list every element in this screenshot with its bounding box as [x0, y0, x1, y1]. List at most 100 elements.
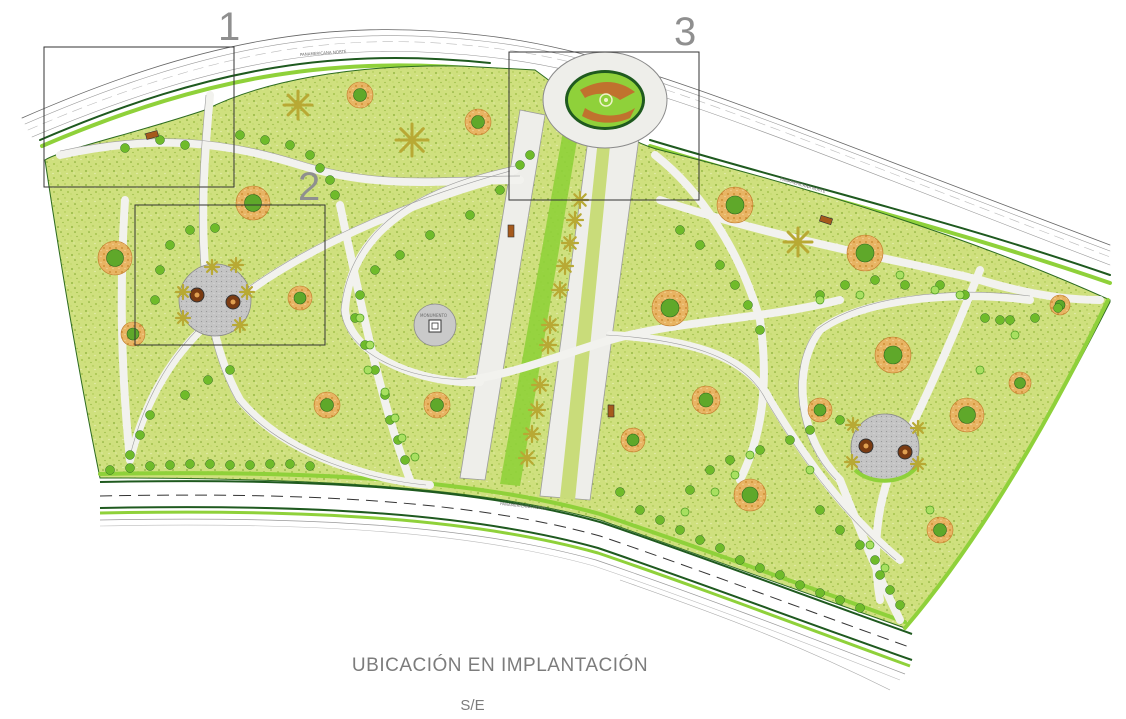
tree-icon: [698, 392, 714, 408]
palm-icon: [238, 283, 256, 301]
shrub-icon: [685, 485, 695, 495]
groundcover-icon: [730, 470, 740, 480]
benches: [145, 130, 834, 418]
east-plaza: [850, 413, 920, 483]
shrub-icon: [245, 460, 255, 470]
shrub-icon: [125, 450, 135, 460]
tree-icon: [660, 298, 680, 318]
palm-icon: [555, 256, 575, 276]
shrub-icon: [355, 290, 365, 300]
groundcover-icon: [855, 290, 865, 300]
central-boulevard: [459, 109, 641, 501]
edge-strips: [98, 298, 1110, 630]
tree-icon: [855, 243, 875, 263]
shrub-icon: [785, 435, 795, 445]
groundcover-icon: [880, 563, 890, 573]
callout-frame-1: [43, 46, 235, 188]
callout-frame-3: [508, 51, 700, 201]
palm-icon: [530, 375, 550, 395]
drawing-caption-scale: S/E: [460, 697, 485, 714]
groundcover-icon: [363, 365, 373, 375]
tree-icon: [1014, 377, 1026, 389]
palm-icon: [522, 424, 542, 444]
street-label-south: PANAMERICANA NORTE: [500, 501, 547, 511]
shrub-icon: [835, 595, 845, 605]
shrub-icon: [995, 315, 1005, 325]
tree-icon: [471, 115, 485, 129]
tree-icon: [293, 291, 307, 305]
palm-icon: [909, 419, 927, 437]
west-plaza: [178, 263, 252, 337]
tree-icon: [320, 398, 334, 412]
groundcover-icon: [925, 505, 935, 515]
shrub-icon: [1005, 315, 1015, 325]
shrub-icon: [155, 135, 165, 145]
groundcover-icon: [390, 413, 400, 423]
shrub-icon: [675, 525, 685, 535]
callout-number-1: 1: [218, 5, 240, 49]
street-label-north: PANAMERICANA NORTE: [300, 49, 347, 57]
tree-icon: [126, 327, 140, 341]
shrub-icon: [835, 415, 845, 425]
shrub-icon: [735, 555, 745, 565]
shrub-icon: [875, 570, 885, 580]
groundcover-icon: [410, 452, 420, 462]
shrub-icon: [855, 540, 865, 550]
shrub-icon: [715, 260, 725, 270]
shrub-icon: [775, 570, 785, 580]
shrub-icon: [695, 240, 705, 250]
shrub-icon: [1053, 303, 1063, 313]
tree-icon: [741, 486, 759, 504]
walkways: [56, 91, 1104, 624]
shrub-icon: [895, 600, 905, 610]
shrub-icon: [285, 459, 295, 469]
shrub-icon: [730, 280, 740, 290]
shrub-icon: [125, 463, 135, 473]
palm-icon: [227, 256, 245, 274]
shrub-icon: [205, 459, 215, 469]
shrub-icon: [805, 425, 815, 435]
shrub-icon: [815, 588, 825, 598]
palm-icon: [174, 283, 192, 301]
groundcover-icon: [895, 270, 905, 280]
callout-number-3: 3: [674, 10, 696, 54]
groundcover-icon: [355, 313, 365, 323]
groundcover-icon: [930, 285, 940, 295]
palm-icon: [565, 210, 585, 230]
shrub-icon: [695, 535, 705, 545]
groundcover-icon: [710, 487, 720, 497]
tree-icon: [883, 345, 903, 365]
shrub-icon: [1030, 313, 1040, 323]
shrub-icon: [885, 585, 895, 595]
drawing-caption-title: UBICACIÓN EN IMPLANTACIÓN: [351, 655, 649, 676]
shrub-icon: [870, 275, 880, 285]
shrub-icon: [225, 460, 235, 470]
palm-icon: [909, 455, 927, 473]
roundabout: [542, 51, 668, 149]
groundcover-icon: [865, 540, 875, 550]
shrub-icon: [165, 240, 175, 250]
south-road: [99, 480, 913, 691]
callout-frames: [43, 46, 700, 346]
palm-icon: [540, 315, 560, 335]
shrub-icon: [400, 455, 410, 465]
shrub-icon: [235, 130, 245, 140]
shrub-icon: [755, 445, 765, 455]
tree-icon: [725, 195, 745, 215]
shrub-icon: [210, 223, 220, 233]
vegetation: [97, 81, 1071, 613]
shrub-icon: [870, 555, 880, 565]
shrub-icon: [725, 455, 735, 465]
shrub-icon: [840, 280, 850, 290]
palm-icon: [560, 233, 580, 253]
shrub-icon: [655, 515, 665, 525]
shrub-icon: [755, 325, 765, 335]
shrub-icon: [465, 210, 475, 220]
tree-icon: [933, 523, 947, 537]
shrub-icon: [795, 580, 805, 590]
tree-icon: [813, 403, 827, 417]
shrub-icon: [165, 460, 175, 470]
groundcover-icon: [680, 507, 690, 517]
